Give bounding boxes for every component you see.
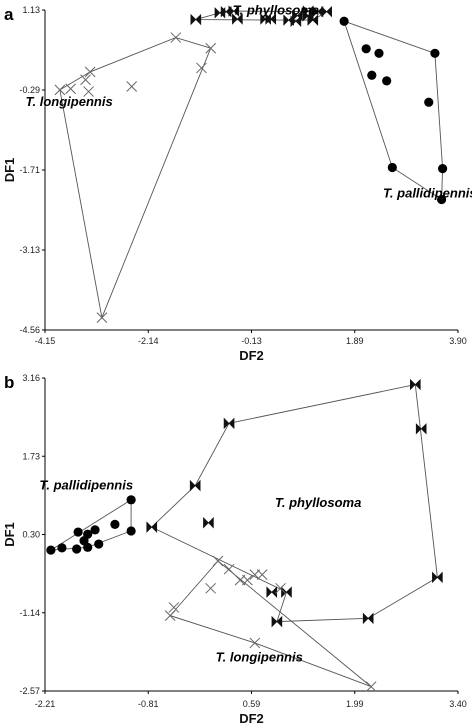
panel-b-t-phyllosoma-point bbox=[410, 378, 421, 391]
panel-b-t-longipennis-point bbox=[205, 582, 216, 594]
panel-a-t-longipennis-point bbox=[170, 32, 182, 43]
panel-b-x-tick-label: 1.99 bbox=[346, 699, 364, 709]
panel-a-t-longipennis-label: T. longipennis bbox=[26, 94, 113, 109]
panel-a-y-tick-label: 1.13 bbox=[22, 5, 40, 15]
panel-b-t-pallidipennis-point bbox=[126, 495, 136, 505]
panel-a-plot: -4.15 -2.14 -0.13 1.89 3.90 1.13 -0.29 -1.71 -3.… bbox=[2, 2, 472, 363]
panel-b-t-pallidipennis-point bbox=[126, 526, 136, 536]
panel-a-t-phyllosoma-point bbox=[265, 13, 277, 25]
panel-b-t-pallidipennis-label: T. pallidipennis bbox=[39, 477, 133, 492]
panel-a-t-longipennis-hull bbox=[59, 37, 212, 320]
panel-b-t-longipennis-point bbox=[242, 574, 253, 586]
panel-b-t-longipennis-point bbox=[256, 569, 268, 581]
panel-a-y-axis-label: DF1 bbox=[2, 158, 17, 183]
panel-a-t-phyllosoma-hull bbox=[195, 10, 329, 21]
panel-b-t-phyllosoma-point bbox=[415, 423, 427, 435]
panel-a-t-longipennis-point bbox=[83, 86, 94, 97]
panel-b-y-tick-label: 0.30 bbox=[22, 530, 40, 540]
panel-a-panel-label: a bbox=[4, 5, 14, 24]
panel-b-t-longipennis-label: T. longipennis bbox=[216, 650, 303, 665]
panel-a-y-tick-label: -0.29 bbox=[19, 85, 40, 95]
panel-b-t-pallidipennis-point bbox=[83, 529, 93, 539]
panel-a-y-tick-label: -1.71 bbox=[19, 165, 40, 175]
panel-a-x-axis-label: DF2 bbox=[239, 348, 264, 363]
panel-a-x-tick-label: -4.15 bbox=[35, 336, 56, 346]
panel-b-t-phyllosoma-point bbox=[281, 586, 292, 598]
panel-a-t-longipennis-point bbox=[54, 84, 66, 96]
panel-b-x-tick-label: -0.81 bbox=[138, 699, 159, 709]
panel-b-t-phyllosoma-label: T. phyllosoma bbox=[275, 495, 361, 510]
panel-a-t-pallidipennis-point bbox=[438, 163, 448, 174]
panel-b-t-longipennis-point bbox=[164, 610, 176, 621]
panel-a-x-tick-label: -2.14 bbox=[138, 336, 159, 346]
panel-a-t-pallidipennis-point bbox=[339, 16, 349, 26]
panel-a-x-tick-label: 3.90 bbox=[449, 336, 467, 346]
panel-b-y-tick-label: 1.73 bbox=[22, 451, 40, 461]
panel-b-t-phyllosoma-point bbox=[189, 479, 201, 492]
panel-b-t-pallidipennis-point bbox=[57, 543, 67, 553]
panel-b-y-tick-label: 3.16 bbox=[22, 373, 40, 383]
panel-b-t-longipennis-point bbox=[249, 637, 261, 649]
panel-b-t-pallidipennis-point bbox=[90, 525, 100, 535]
panel-b-t-phyllosoma-point bbox=[266, 586, 278, 598]
panel-a-t-pallidipennis-point bbox=[387, 162, 397, 173]
panel-b-x-tick-label: -2.21 bbox=[35, 699, 56, 709]
panel-b-t-longipennis-point bbox=[223, 563, 235, 575]
panel-b-panel-label: b bbox=[4, 373, 14, 392]
panel-a-t-longipennis-point bbox=[80, 74, 91, 86]
panel-a-t-phyllosoma-point bbox=[228, 5, 240, 17]
panel-a-t-longipennis-point bbox=[126, 81, 138, 92]
panel-a-t-pallidipennis-point bbox=[430, 48, 440, 58]
panel-b-t-phyllosoma-point bbox=[146, 521, 158, 533]
panel-b-t-pallidipennis-point bbox=[46, 545, 56, 555]
panel-a-t-phyllosoma-point bbox=[232, 13, 243, 25]
panel-a-t-pallidipennis-point bbox=[436, 194, 447, 205]
panel-a-t-pallidipennis-point bbox=[361, 44, 371, 54]
panel-b-t-phyllosoma-point bbox=[223, 417, 235, 430]
panel-a-t-longipennis-point bbox=[65, 83, 77, 95]
panel-b-t-pallidipennis-point bbox=[110, 519, 120, 529]
panel-a-t-pallidipennis-hull bbox=[343, 20, 444, 201]
panel-a-t-phyllosoma-point bbox=[321, 5, 332, 18]
panel-b-t-longipennis-hull bbox=[169, 560, 372, 688]
panel-a-t-pallidipennis-point bbox=[382, 76, 392, 86]
panel-a-x-tick-label: 1.89 bbox=[346, 336, 364, 346]
panel-a-x-tick-label: -0.13 bbox=[241, 336, 262, 346]
panel-b-plot: -2.21 -0.81 0.59 1.99 3.40 3.16 1.73 0.30 -1.14 -… bbox=[2, 373, 467, 726]
panel-b-y-axis-label: DF1 bbox=[2, 522, 17, 547]
panel-a-t-pallidipennis-point bbox=[424, 97, 434, 107]
panel-a-y-tick-label: -3.13 bbox=[19, 245, 40, 255]
panel-b-t-longipennis-point bbox=[365, 681, 377, 692]
panel-a-t-longipennis-point bbox=[84, 66, 96, 78]
panel-a-t-longipennis-point bbox=[205, 42, 217, 54]
panel-b-t-pallidipennis-point bbox=[94, 539, 104, 549]
panel-b-x-axis-label: DF2 bbox=[239, 711, 264, 726]
panel-b-t-pallidipennis-point bbox=[72, 544, 82, 554]
panel-a-t-pallidipennis-point bbox=[374, 48, 384, 58]
panel-b-t-longipennis-point bbox=[275, 582, 286, 594]
panel-b-t-phyllosoma-point bbox=[362, 612, 374, 625]
panel-b-y-tick-label: -2.57 bbox=[19, 686, 40, 696]
panel-a-t-pallidipennis-point bbox=[367, 70, 377, 80]
panel-a-t-pallidipennis-label: T. pallidipennis bbox=[383, 185, 472, 200]
panel-a-t-longipennis-point bbox=[196, 62, 207, 74]
panel-b-t-longipennis-point bbox=[212, 555, 224, 567]
panel-b-t-phyllosoma-point bbox=[432, 571, 443, 584]
panel-a-t-phyllosoma-point bbox=[290, 15, 302, 27]
panel-a-t-phyllosoma-point bbox=[307, 14, 319, 26]
panel-a-t-phyllosoma-point bbox=[190, 13, 202, 26]
panel-a-t-phyllosoma-label: T. phyllosoma bbox=[233, 2, 319, 17]
panel-b-t-phyllosoma-point bbox=[203, 517, 214, 529]
panel-b-x-tick-label: 0.59 bbox=[243, 699, 261, 709]
panel-b-t-longipennis-point bbox=[168, 602, 180, 613]
panel-b-t-pallidipennis-point bbox=[73, 527, 83, 537]
panel-b-t-phyllosoma-point bbox=[271, 615, 283, 628]
panel-a-y-tick-label: -4.56 bbox=[19, 325, 40, 335]
panel-a-t-longipennis-point bbox=[96, 312, 108, 323]
panel-b-x-tick-label: 3.40 bbox=[449, 699, 467, 709]
panel-b-y-tick-label: -1.14 bbox=[19, 608, 40, 618]
